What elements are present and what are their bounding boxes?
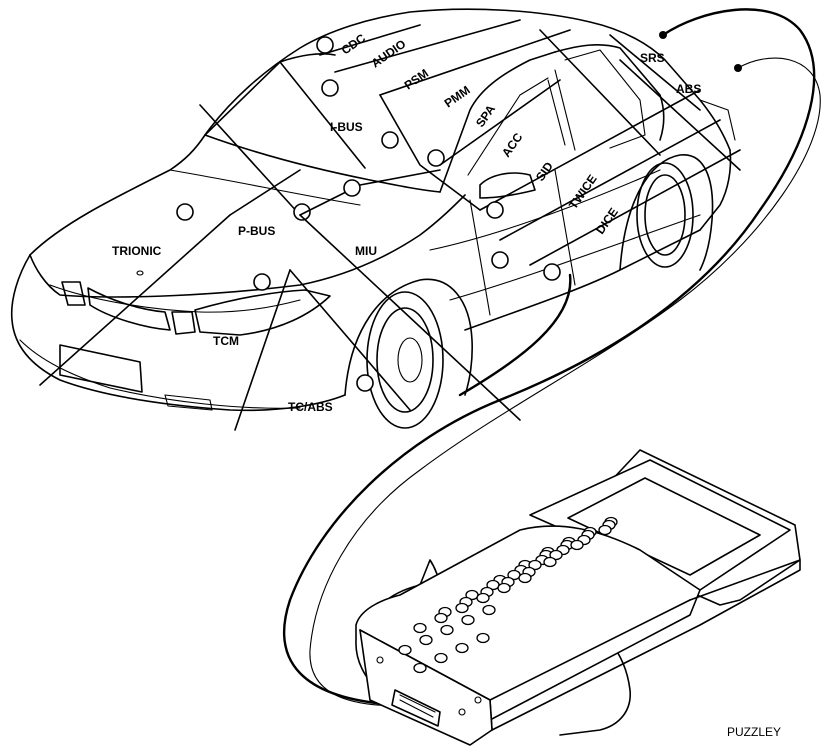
label-twice: TWICE [566,172,600,212]
keypad-button [440,624,454,636]
keypad-button [476,592,490,604]
keypad-button [455,602,469,614]
credit-label: PUZZLEY [727,725,781,739]
keypad-button [497,582,511,594]
label-miu: MIU [355,244,377,258]
keypad-button [413,622,427,634]
keypad-button [398,644,412,656]
keypad-button [434,652,448,664]
module-labels: CDC AUDIO PSM PMM I-BUS SPA ACC SID TWIC… [112,31,701,414]
label-tcabs: TC/ABS [288,400,333,414]
diagnostic-cables [282,8,821,707]
label-srs: SRS [640,51,665,65]
car-outline [10,8,736,429]
label-dice: DICE [593,205,621,237]
puzzle-lines [39,19,741,431]
keypad-button [549,549,563,561]
keypad-button [598,524,612,536]
label-acc: ACC [499,130,526,160]
label-trionic: TRIONIC [112,244,162,258]
label-psm: PSM [402,66,431,92]
keypad-button [528,559,542,571]
keypad-button [419,634,433,646]
keypad-button [434,612,448,624]
label-ibus: I-BUS [330,120,363,134]
keypad-button [543,556,557,568]
keypad-button [570,539,584,551]
keypad-button [476,632,490,644]
keypad-button [413,662,427,674]
hood-emblem [136,270,144,276]
keypad-button [455,642,469,654]
keypad-button [518,572,532,584]
label-cdc: CDC [339,31,369,58]
scan-tool [355,449,801,746]
keypad-button [482,604,496,616]
label-tcm: TCM [213,334,239,348]
keypad-button [461,614,475,626]
scan-tool-keypad [398,516,618,674]
label-pbus: P-BUS [238,224,275,238]
label-pmm: PMM [442,83,473,111]
label-abs: ABS [676,82,701,96]
